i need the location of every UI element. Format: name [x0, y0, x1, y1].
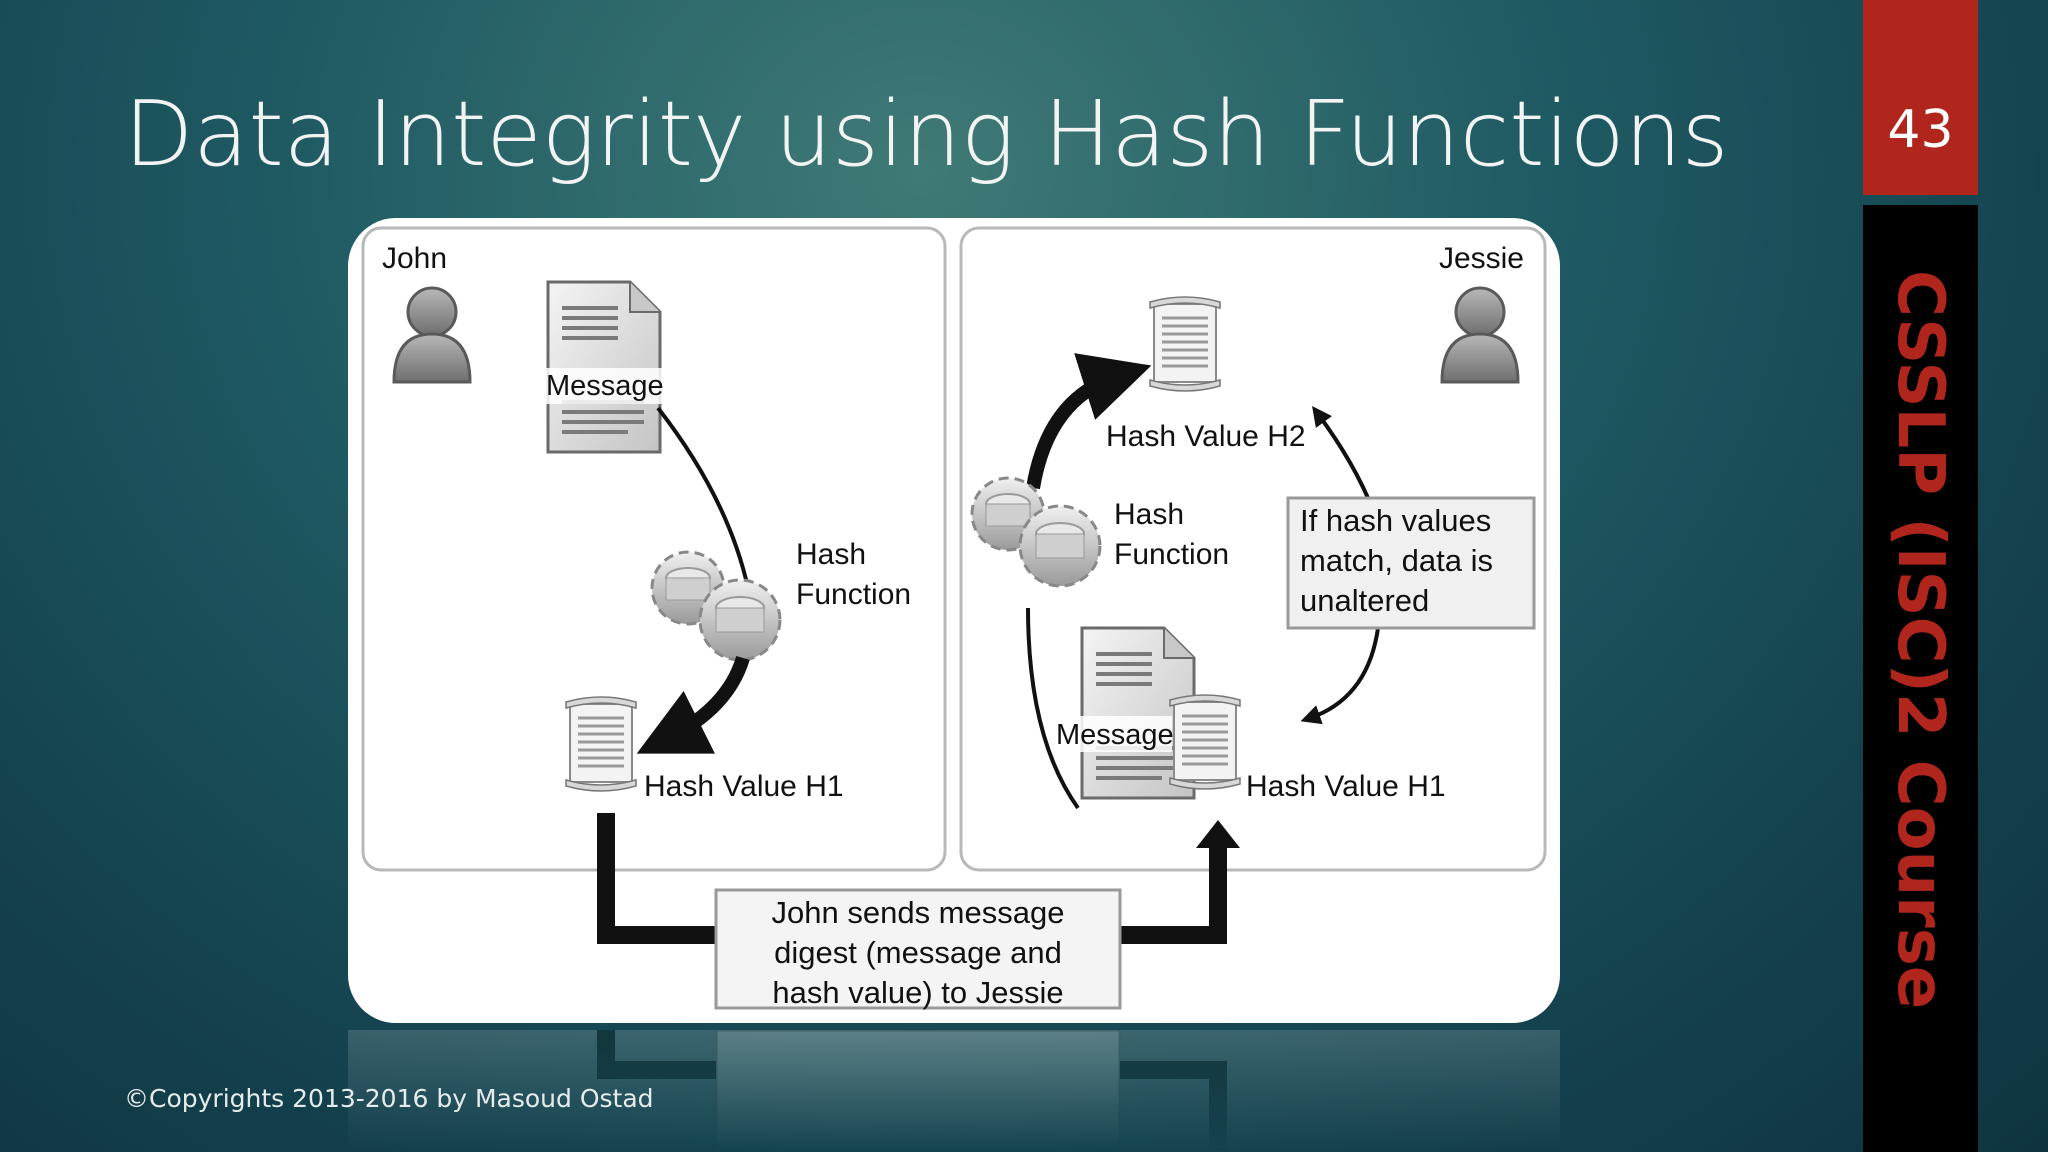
right-hash-h2-scroll-icon: [1150, 297, 1220, 391]
slide-title: Data Integrity using Hash Functions: [124, 82, 1729, 187]
transfer-note-line2: digest (message and: [774, 935, 1062, 970]
match-note-line1: If hash values: [1300, 503, 1491, 538]
right-message-label: Message: [1056, 719, 1174, 751]
left-hash-value-label: Hash Value H1: [644, 770, 844, 803]
transfer-note-line3: hash value) to Jessie: [772, 975, 1063, 1010]
right-hash-function-line2: Function: [1114, 538, 1229, 571]
match-note-line3: unaltered: [1300, 583, 1429, 618]
left-hash-scroll-icon: [566, 697, 636, 791]
right-hash-h1-label: Hash Value H1: [1246, 770, 1446, 803]
transfer-note-line1: John sends message: [772, 895, 1065, 930]
match-note-line2: match, data is: [1300, 543, 1493, 578]
jessie-label: Jessie: [1439, 242, 1524, 275]
left-hash-function-line1: Hash: [796, 538, 866, 571]
right-hash-function-line1: Hash: [1114, 498, 1184, 531]
diagram-canvas: John Message Hash Function Hash Value H1…: [348, 218, 1560, 1023]
hash-diagram: John Message Hash Function Hash Value H1…: [348, 218, 1560, 1023]
left-hash-function-line2: Function: [796, 578, 911, 611]
john-label: John: [382, 242, 447, 275]
page-number-box: [1863, 0, 1978, 195]
course-label: CSSLP (ISC)2 Course: [1883, 270, 1957, 1009]
left-message-label: Message: [546, 370, 664, 402]
page-number: 43: [1863, 100, 1978, 160]
right-hash-h1-scroll-icon: [1170, 695, 1240, 789]
message-document-icon: [548, 282, 660, 452]
right-hash-h2-label: Hash Value H2: [1106, 420, 1306, 453]
copyright-footer: ©Copyrights 2013-2016 by Masoud Ostad: [124, 1084, 654, 1113]
